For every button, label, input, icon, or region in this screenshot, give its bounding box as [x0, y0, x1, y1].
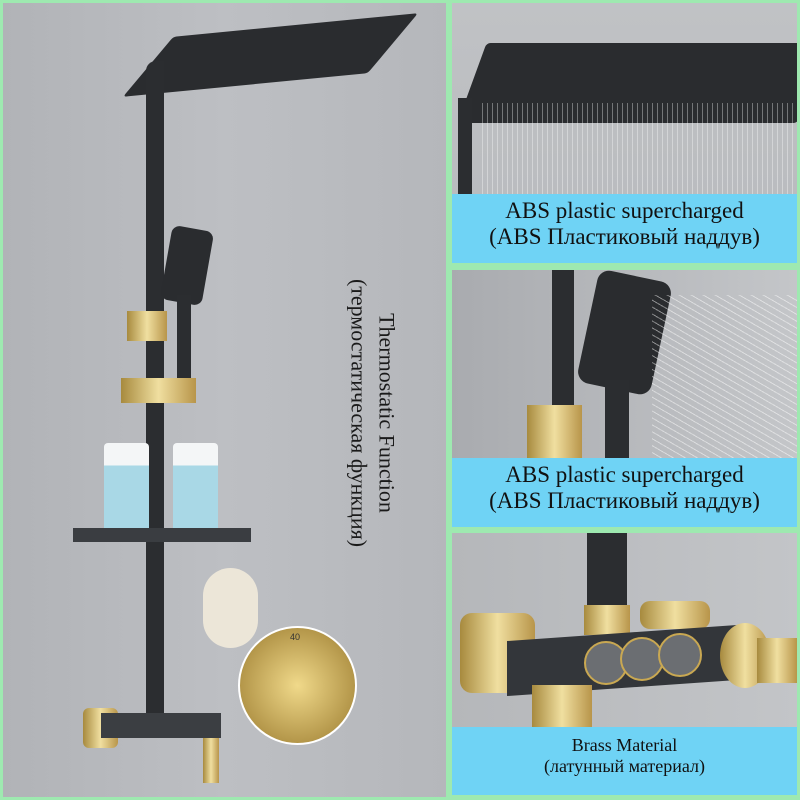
handheld-grip: [177, 295, 191, 390]
function-button-2: [620, 637, 664, 681]
pipe-nut: [584, 605, 630, 635]
caption-3-en: Brass Material: [571, 735, 678, 755]
water-rain: [482, 103, 797, 195]
outlet-fitting: [532, 685, 592, 730]
shelf: [73, 528, 251, 542]
shower-system-photo: 40 Thermostatic Function (термостатическ…: [3, 3, 446, 797]
slide-bracket: [121, 378, 196, 403]
caption-2-en: ABS plastic supercharged: [505, 462, 744, 487]
caption-2-ru: (ABS Пластиковый наддув): [489, 488, 760, 514]
caption-panel-2: ABS plastic supercharged (ABS Пластиковы…: [452, 458, 797, 527]
thermostat-dial-closeup: 40: [238, 626, 357, 745]
water-spray: [652, 295, 797, 460]
mixer-pipe: [587, 533, 627, 608]
rain-shower-head: [122, 13, 419, 97]
caption-3-ru: (латунный материал): [543, 755, 706, 776]
caption-panel-1: ABS plastic supercharged (ABS Пластиковы…: [452, 194, 797, 263]
caption-panel-3: Brass Material (латунный материал): [452, 727, 797, 795]
thermostatic-label: Thermostatic Function (термостатическая …: [333, 233, 413, 593]
handheld-closeup-grip: [605, 380, 629, 460]
mixer-closeup-panel: Brass Material (латунный материал): [452, 533, 797, 795]
caption-1-en: ABS plastic supercharged: [505, 198, 744, 223]
mixer-handle: [757, 638, 797, 683]
rain-head-closeup-panel: ABS plastic supercharged (ABS Пластиковы…: [452, 3, 797, 263]
mixer-body: [101, 713, 221, 738]
rain-head-arm: [458, 98, 472, 198]
caption-1-ru: (ABS Пластиковый наддув): [489, 224, 760, 250]
mixer-top-cap: [640, 601, 710, 629]
handheld-shower: [159, 224, 215, 307]
dial-marking: 40: [290, 632, 301, 642]
holder-bracket: [127, 311, 167, 341]
bottle-left: [104, 443, 149, 533]
bottle-right: [173, 443, 218, 533]
thermostatic-label-en: Thermostatic Function: [374, 313, 400, 513]
function-button-3: [658, 633, 702, 677]
holder-closeup: [527, 405, 582, 460]
mixer-lever: [203, 738, 219, 783]
handheld-closeup-panel: ABS plastic supercharged (ABS Пластиковы…: [452, 270, 797, 527]
sponge: [203, 568, 258, 648]
thermostatic-label-ru: (термостатическая функция): [347, 278, 372, 548]
